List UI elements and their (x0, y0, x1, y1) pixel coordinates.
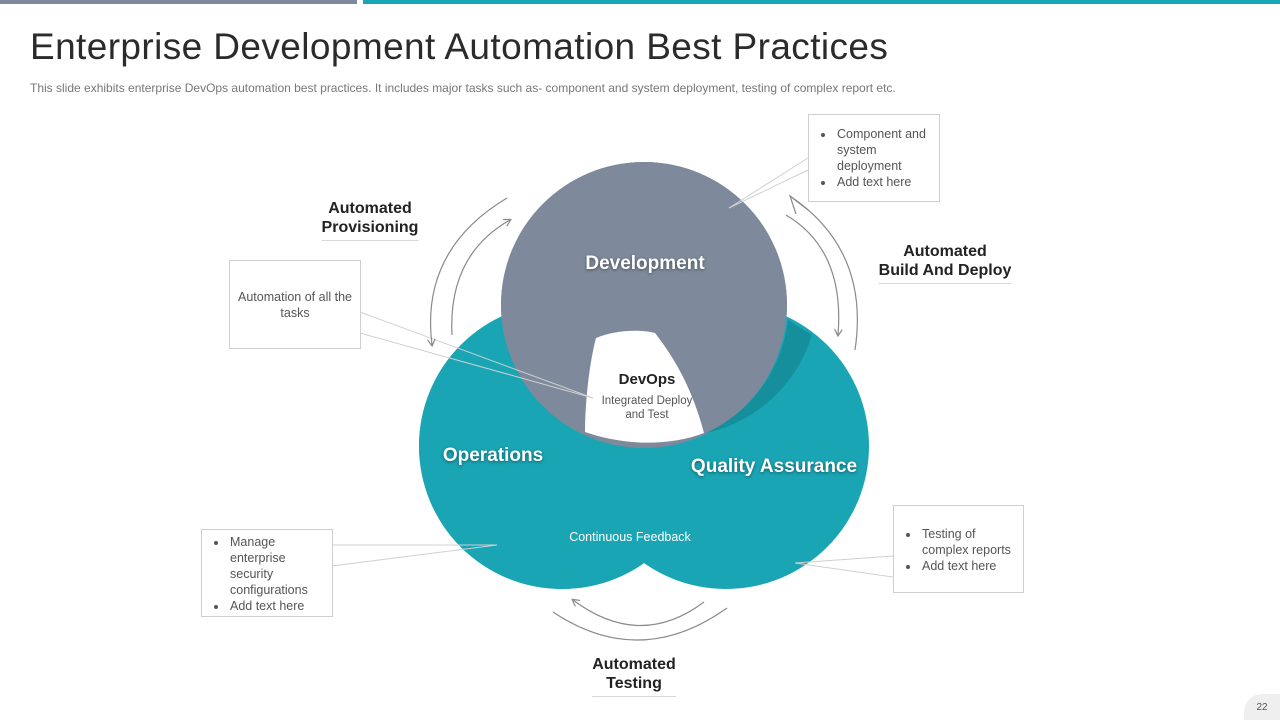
header-accent-bar-grey (0, 0, 357, 4)
build-deploy-arrow-inner (785, 214, 839, 335)
qa-note: Testing of complex reports Add text here (893, 505, 1024, 593)
devops-center (585, 330, 704, 443)
devops-center-title: DevOps (618, 371, 676, 388)
page-number: 22 (1244, 694, 1280, 720)
automation-note-text: Automation of all the tasks (238, 290, 352, 320)
operations-note-item: Add text here (228, 598, 324, 614)
qa-note-leader-2 (794, 562, 894, 578)
development-note-item: Component and system deployment (835, 126, 931, 174)
qa-note-item: Testing of complex reports (920, 526, 1015, 558)
development-note-item: Add text here (835, 174, 931, 190)
development-note: Component and system deployment Add text… (808, 114, 940, 202)
slide-subtitle: This slide exhibits enterprise DevOps au… (30, 81, 896, 95)
operations-label: Operations (442, 445, 544, 466)
testing-arrow-inner (573, 600, 705, 627)
devops-center-subtitle: Integrated Deploy and Test (601, 395, 693, 421)
continuous-feedback-label: Continuous Feedback (569, 530, 691, 544)
automation-note-leader-2 (359, 332, 594, 399)
automated-build-deploy-line2: Build And Deploy (878, 262, 1012, 279)
operations-note-item: Manage enterprise security configuration… (228, 534, 324, 598)
automated-build-deploy-line1: Automated (903, 243, 987, 260)
dev-note-leader (728, 157, 809, 209)
qa-note-item: Add text here (920, 558, 1015, 574)
development-label: Development (585, 253, 705, 274)
dev-note-leader-2 (728, 169, 809, 209)
qa-note-leader (794, 555, 894, 564)
build-deploy-arrow-head (788, 194, 809, 215)
automated-testing-label: Automated Testing (592, 655, 676, 697)
provisioning-arrow-inner (451, 220, 510, 336)
provisioning-arrow-outer (431, 197, 508, 345)
quality-assurance-label: Quality Assurance (690, 456, 858, 477)
ops-note-leader-2 (331, 544, 498, 567)
automation-note-leader (359, 311, 594, 399)
slide-title: Enterprise Development Automation Best P… (30, 26, 889, 67)
operations-note: Manage enterprise security configuration… (201, 529, 333, 617)
testing-arrow-outer (552, 607, 728, 641)
dev-qa-overlap-shade (706, 320, 812, 433)
automated-provisioning-line2: Provisioning (321, 219, 419, 236)
automated-testing-line1: Automated (592, 656, 676, 673)
automated-build-deploy-label: Automated Build And Deploy (878, 242, 1012, 284)
automation-note: Automation of all the tasks (229, 260, 361, 349)
automated-testing-line2: Testing (606, 675, 662, 692)
header-accent-bar-teal (363, 0, 1280, 4)
automated-provisioning-label: Automated Provisioning (321, 199, 419, 241)
automated-provisioning-line1: Automated (328, 200, 412, 217)
